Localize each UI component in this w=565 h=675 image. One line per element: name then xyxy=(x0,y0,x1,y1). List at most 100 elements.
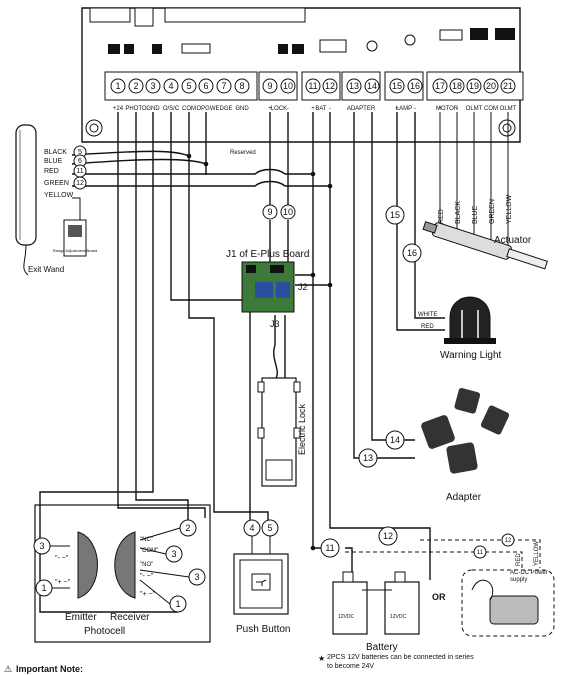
terminal-label: + xyxy=(268,106,272,112)
lamp-wire-red: RED xyxy=(421,324,434,330)
warning-icon: ⚠ xyxy=(4,664,12,674)
e-plus-board xyxy=(241,261,295,313)
wand-wire-color: GREEN xyxy=(44,180,69,187)
psu-wire-red: RED xyxy=(516,553,522,566)
terminal-17: 17 + xyxy=(432,78,448,112)
svg-text:1: 1 xyxy=(41,583,46,593)
terminal-number: 7 xyxy=(221,81,226,91)
svg-text:4: 4 xyxy=(249,523,254,533)
electric-lock-label: Electric Lock xyxy=(297,403,307,455)
adapter-label: Adapter xyxy=(446,492,482,503)
photocell-callout-3-low: 3 xyxy=(188,568,206,586)
svg-text:16: 16 xyxy=(407,248,417,258)
group-label-lock: LOCK xyxy=(271,106,287,112)
terminal-label: + xyxy=(311,106,315,112)
terminal-number: 3 xyxy=(150,81,155,91)
photocell xyxy=(34,504,211,643)
svg-text:3: 3 xyxy=(39,541,44,551)
terminal-number: 11 xyxy=(308,81,317,91)
battery-callout-11-small: 11 xyxy=(473,545,487,559)
terminal-label: +24 xyxy=(113,106,124,112)
terminal-13: 13 xyxy=(346,78,362,94)
exit-wand-label: Exit Wand xyxy=(28,265,64,274)
j2-label: J2 xyxy=(298,282,308,292)
emitter-pin-minus: "- ~" xyxy=(55,555,69,562)
control-board xyxy=(81,7,524,143)
battery-cell-1-label: 12VDC xyxy=(338,614,355,620)
terminal-number: 20 xyxy=(486,81,496,91)
terminal-16: 16- xyxy=(407,78,423,112)
svg-text:13: 13 xyxy=(363,453,373,463)
electric-lock xyxy=(257,377,301,487)
motor-terminal-16-callout: 16 xyxy=(402,243,422,263)
terminal-number: 12 xyxy=(325,81,335,91)
receiver-pin-plus: "+ ~" xyxy=(140,591,156,598)
j1-label: J1 of E-Plus Board xyxy=(226,249,309,260)
terminal-label: + xyxy=(438,106,442,112)
svg-text:15: 15 xyxy=(390,210,400,220)
reserved-label: Reserved xyxy=(230,150,256,156)
receiver-label: Receiver xyxy=(110,612,150,623)
terminal-label: COM xyxy=(182,106,196,112)
adapter-terminal-13-callout: 13 xyxy=(358,448,378,468)
wiring xyxy=(39,112,541,613)
terminal-label: OLMT xyxy=(466,106,483,112)
terminal-11: 11 + xyxy=(305,78,321,112)
terminal-label: GND xyxy=(146,106,160,112)
terminal-label: OPGW xyxy=(197,106,216,112)
svg-text:11: 11 xyxy=(477,550,484,556)
motor-terminal-15-callout: 15 xyxy=(385,205,405,225)
battery-note: 2PCS 12V batteries can be connected in s… xyxy=(327,654,474,670)
junction-dots xyxy=(186,153,333,551)
group-label-motor: MOTOR xyxy=(436,106,459,112)
group-label-adapter: ADAPTER xyxy=(347,106,376,112)
battery-pack xyxy=(332,571,420,635)
push-button-leads xyxy=(251,536,271,556)
photocell-leads xyxy=(50,527,190,605)
photocell-label: Photocell xyxy=(84,626,125,637)
svg-text:10: 10 xyxy=(283,207,293,217)
terminal-number: 16 xyxy=(410,81,420,91)
terminal-number: 17 xyxy=(435,81,445,91)
photocell-callout-1-bottom: 1 xyxy=(169,595,187,613)
terminal-14: 14 xyxy=(364,78,380,94)
terminal-label: GND xyxy=(235,106,249,112)
terminal-number: 18 xyxy=(452,81,462,91)
actuator-wire-yellow: YELLOW xyxy=(506,194,513,224)
lamp-wire-white: WHITE xyxy=(418,312,437,318)
lock-terminal-9-callout: 9 xyxy=(262,204,278,220)
or-label: OR xyxy=(432,592,446,602)
exit-wand xyxy=(15,124,37,276)
terminal-number: 1 xyxy=(115,81,120,91)
svg-text:3: 3 xyxy=(171,549,176,559)
push-button-label: Push Button xyxy=(236,624,290,635)
terminal-number: 10 xyxy=(283,81,293,91)
terminal-1: 1 +24 xyxy=(110,78,126,112)
actuator-wire-red: RED xyxy=(438,209,445,224)
wand-wire-color: BLUE xyxy=(44,158,63,165)
svg-text:2: 2 xyxy=(185,523,190,533)
receiver-pin-no: "NO" xyxy=(140,562,153,568)
actuator-wire-green: GREEN xyxy=(489,199,496,224)
terminal-label: - xyxy=(456,106,458,112)
wand-wire-color: RED xyxy=(44,168,59,175)
terminal-10: 10- xyxy=(280,78,296,112)
actuator-label: Actuator xyxy=(494,235,532,246)
svg-text:11: 11 xyxy=(325,543,334,553)
wand-wire-terminal: 6 xyxy=(78,158,82,165)
group-label-bat: BAT xyxy=(315,106,327,112)
photocell-callout-3-left: 3 xyxy=(33,537,51,555)
terminal-label: + xyxy=(395,106,399,112)
push-button xyxy=(233,553,289,615)
psu-label: AC-DC Power supply xyxy=(510,570,548,583)
receiver-pin-nc: "NC" xyxy=(140,537,153,543)
